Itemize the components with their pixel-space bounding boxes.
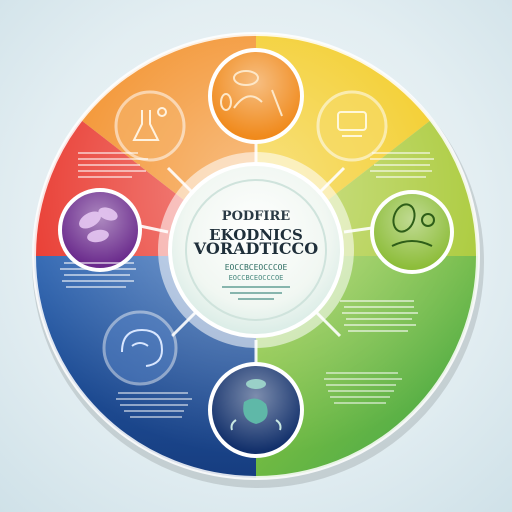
filler-line bbox=[330, 396, 390, 398]
filler-line bbox=[78, 176, 132, 178]
node-top-right[interactable] bbox=[316, 90, 388, 162]
filler-line bbox=[346, 318, 412, 320]
node-right-gloss bbox=[372, 192, 452, 272]
filler-line bbox=[124, 410, 184, 412]
herb-leaf-icon bbox=[79, 207, 118, 243]
filler-line bbox=[340, 300, 414, 302]
utensils-icon-fork bbox=[271, 89, 283, 117]
brain-icon-outline bbox=[121, 328, 164, 367]
filler-line bbox=[78, 170, 146, 172]
text-block-lower-left bbox=[116, 392, 192, 418]
wheel-rim bbox=[32, 32, 480, 480]
filler-line bbox=[344, 306, 414, 308]
filler-line bbox=[130, 416, 182, 418]
stomach-icon-bowl bbox=[246, 379, 266, 389]
filler-line bbox=[326, 372, 398, 374]
filler-line bbox=[372, 152, 430, 154]
filler-line bbox=[348, 330, 408, 332]
node-bottom[interactable] bbox=[208, 362, 304, 458]
filler-line bbox=[374, 164, 430, 166]
filler-line bbox=[116, 398, 192, 400]
center-title-3: VORADTICCO bbox=[193, 239, 319, 258]
vegetable-icon-ground bbox=[391, 240, 433, 247]
text-block-upper-right bbox=[370, 152, 434, 178]
filler-line bbox=[78, 164, 140, 166]
center-hub bbox=[168, 162, 344, 338]
filler-line bbox=[324, 378, 402, 380]
utensils-icon-curve bbox=[233, 95, 263, 109]
leaf-icon-3 bbox=[87, 229, 109, 243]
node-bottom-left-circle bbox=[102, 310, 178, 386]
brain-icon bbox=[121, 328, 164, 367]
filler-line bbox=[64, 262, 134, 264]
brain-icon-fold bbox=[131, 342, 149, 347]
text-block-upper-left bbox=[78, 152, 148, 178]
utensils-icon bbox=[220, 70, 283, 117]
scale-icon-body bbox=[337, 111, 367, 131]
node-left[interactable] bbox=[58, 188, 142, 272]
flask-icon-bubble bbox=[157, 107, 167, 117]
filler-line bbox=[60, 268, 136, 270]
vegetable-icon-fruit bbox=[421, 213, 435, 227]
filler-line bbox=[120, 404, 188, 406]
filler-line bbox=[370, 158, 434, 160]
vegetables-icon bbox=[391, 203, 435, 247]
stomach-icon-arms bbox=[230, 419, 282, 431]
vegetable-icon-leaf bbox=[392, 203, 416, 233]
center-fine-text bbox=[222, 286, 290, 300]
filler-line bbox=[342, 312, 418, 314]
center-fine-line bbox=[222, 286, 290, 288]
center-subtitle-1: EOCCBCEOCCCOE bbox=[225, 263, 288, 272]
text-block-right bbox=[340, 300, 418, 332]
stomach-icon bbox=[230, 379, 282, 431]
node-right[interactable] bbox=[370, 190, 454, 274]
node-bottom-left[interactable] bbox=[102, 310, 178, 386]
utensils-icon-spoon bbox=[220, 93, 232, 111]
center-fine-line bbox=[238, 298, 274, 300]
center-title-2: EKODNICS bbox=[209, 226, 303, 244]
flask-icon-body bbox=[132, 110, 160, 141]
utensils-icon-plate bbox=[233, 70, 259, 86]
leaf-icon-1 bbox=[79, 211, 101, 229]
center-fine-line bbox=[230, 292, 282, 294]
node-top[interactable] bbox=[208, 48, 304, 144]
center-hub-inner-ring bbox=[185, 179, 327, 321]
node-top-gloss bbox=[210, 50, 302, 142]
text-block-left bbox=[60, 262, 136, 288]
filler-line bbox=[66, 286, 126, 288]
filler-line bbox=[64, 274, 130, 276]
laboratory-flask-icon bbox=[132, 107, 167, 141]
filler-line bbox=[78, 152, 138, 154]
text-block-lower-right bbox=[324, 372, 402, 404]
leaf-icon-2 bbox=[98, 207, 118, 221]
filler-line bbox=[344, 324, 416, 326]
filler-line bbox=[370, 170, 432, 172]
food-scale-icon bbox=[337, 111, 367, 137]
node-top-right-circle bbox=[316, 90, 388, 162]
center-title-1: PODFIRE bbox=[222, 209, 290, 224]
filler-line bbox=[326, 384, 396, 386]
filler-line bbox=[376, 176, 426, 178]
filler-line bbox=[62, 280, 134, 282]
stomach-icon-organ bbox=[243, 398, 268, 424]
filler-line bbox=[328, 390, 394, 392]
filler-line bbox=[118, 392, 188, 394]
filler-line bbox=[334, 402, 386, 404]
center-subtitle-2: EOCCBCEOCCCOE bbox=[229, 274, 284, 282]
node-top-left[interactable] bbox=[114, 90, 186, 162]
filler-line bbox=[78, 158, 148, 160]
